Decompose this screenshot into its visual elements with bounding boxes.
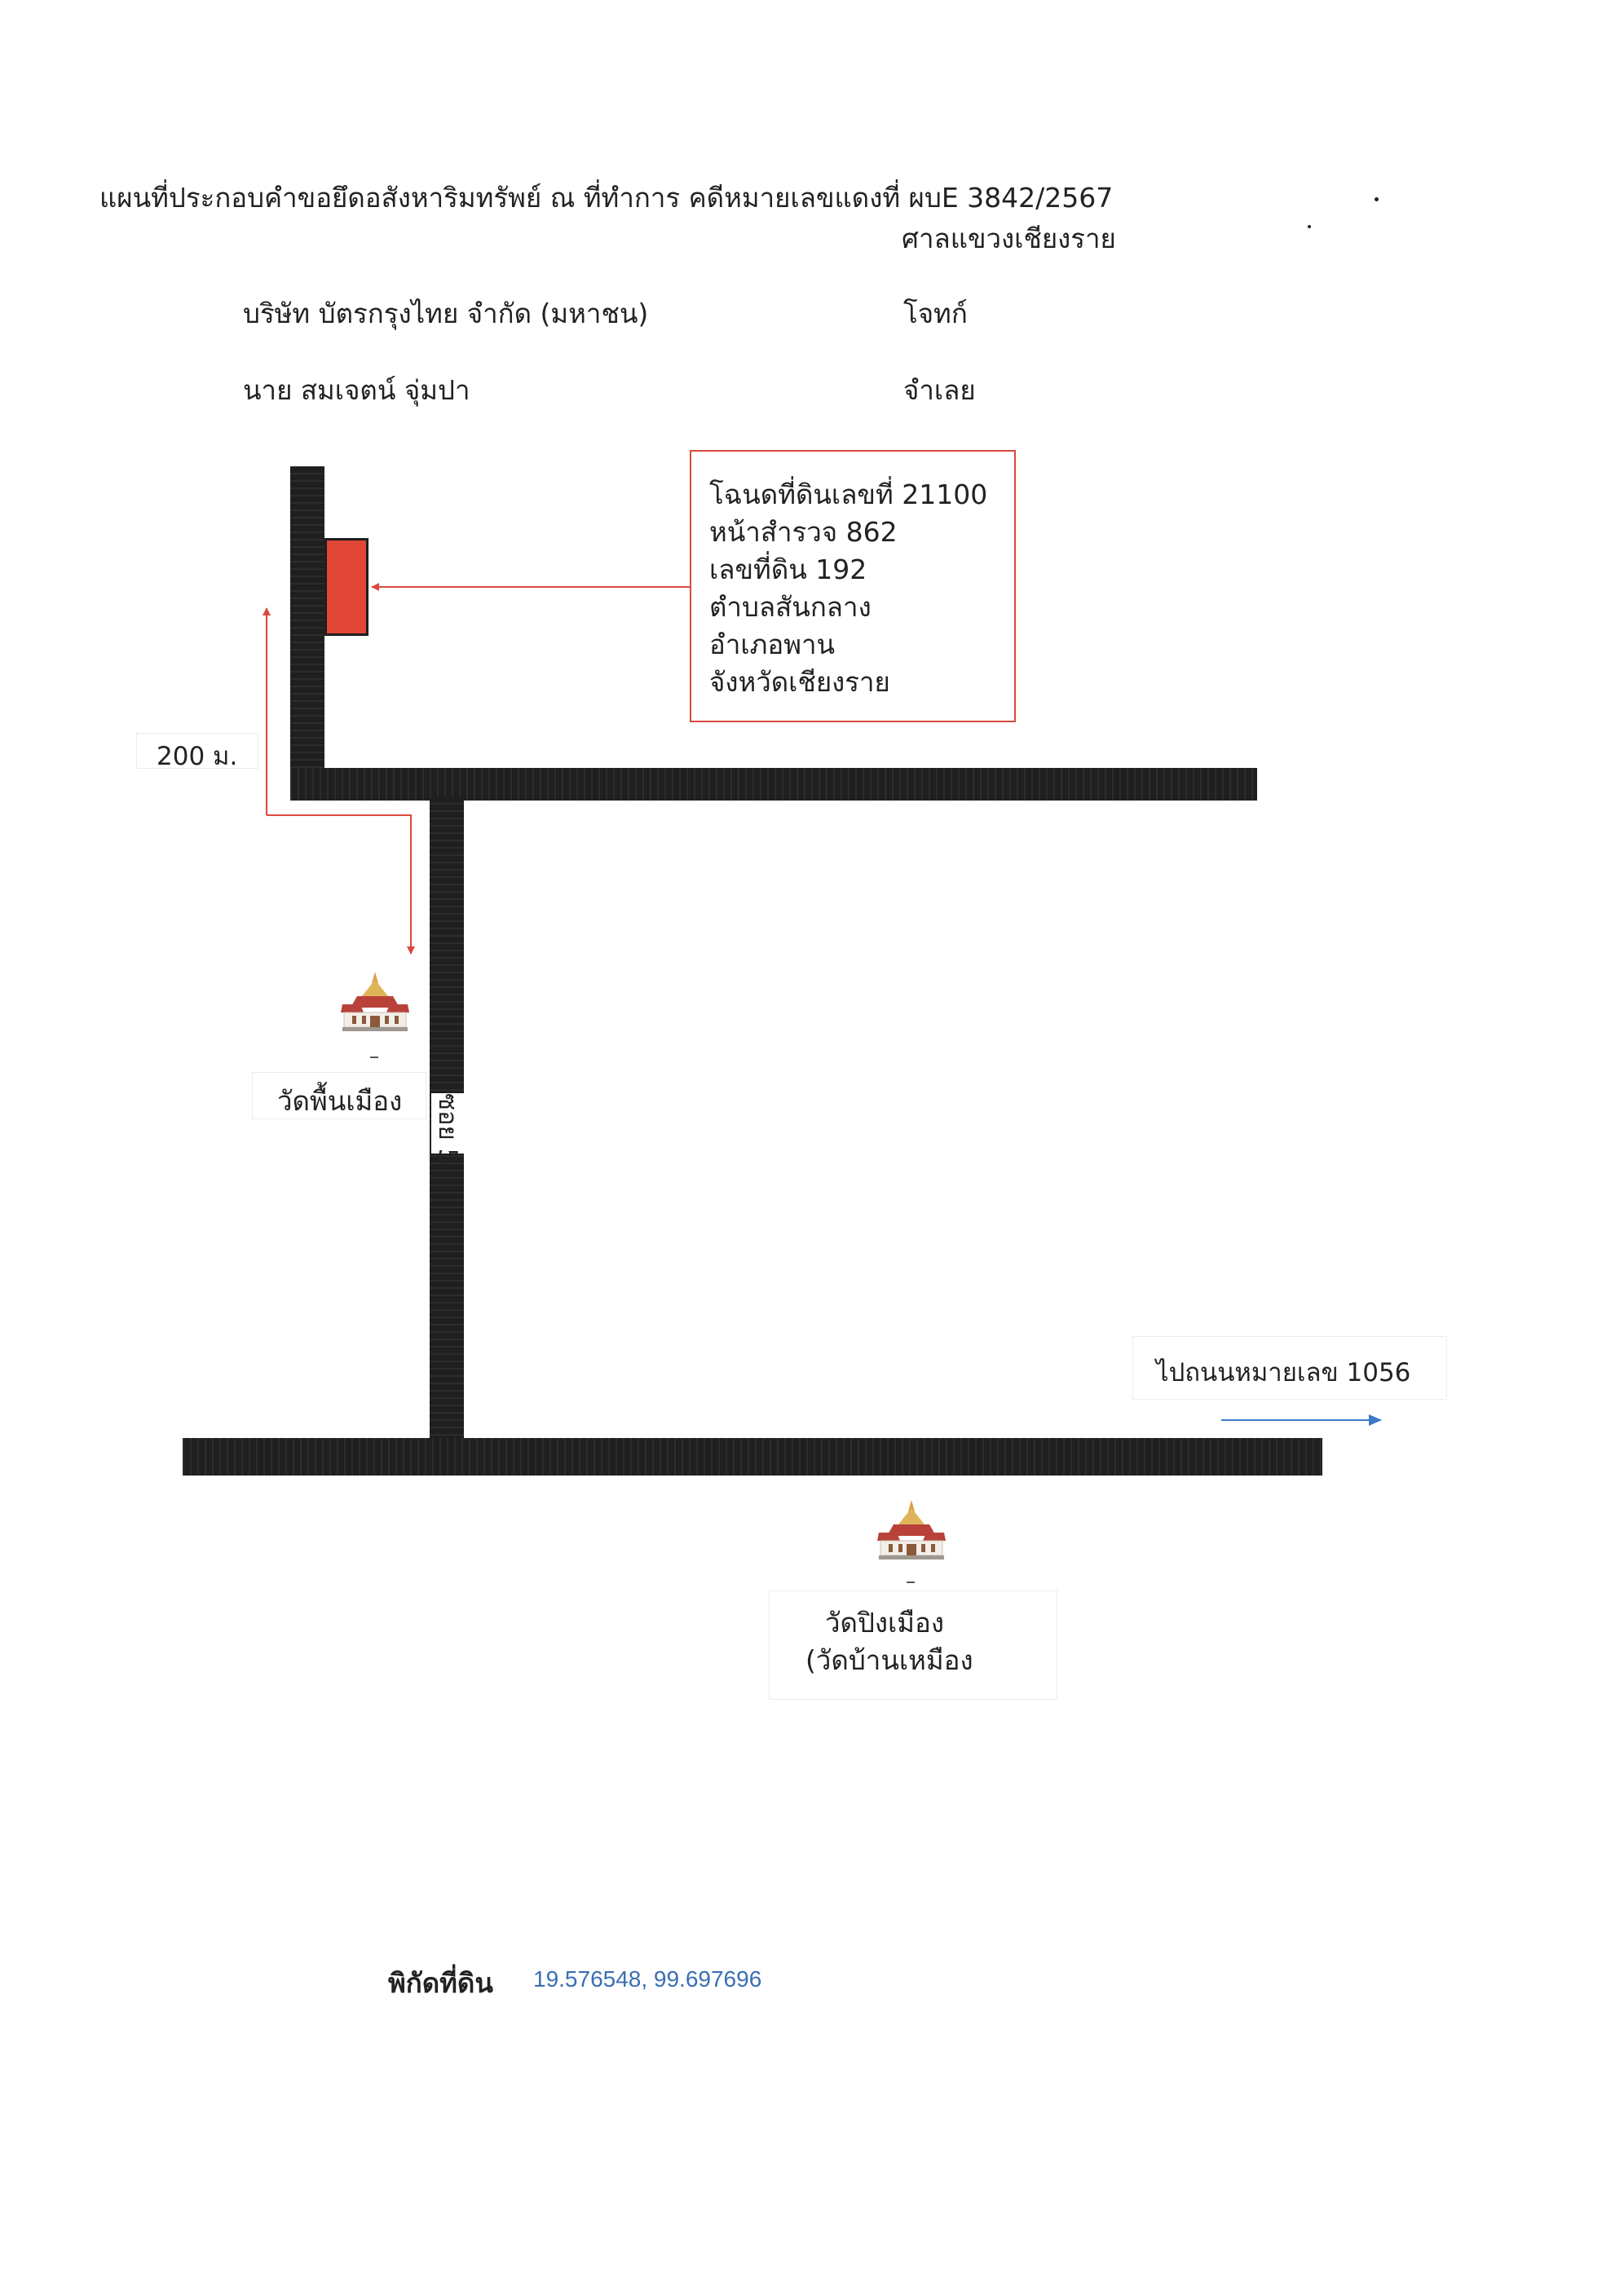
temple-icon: [877, 1500, 946, 1559]
plaintiff-name: บริษัท บัตรกรุงไทย จำกัด (มหาชน): [243, 298, 649, 329]
route-label: ไปถนนหมายเลข 1056: [1133, 1337, 1446, 1399]
temple-north-mark: [370, 1057, 378, 1058]
scan-speck: [1308, 225, 1311, 228]
parcel-info-box: โฉนดที่ดินเลขที่ 21100 หน้าสำรวจ 862 เลข…: [690, 450, 1016, 722]
document-title: แผนที่ประกอบคำขอยึดอสังหาริมทรัพย์ ณ ที่…: [99, 182, 1114, 214]
defendant-role: จำเลย: [903, 374, 976, 406]
temple-south-mark: [907, 1582, 915, 1583]
plaintiff-role: โจทก์: [903, 298, 968, 329]
parcel-province: จังหวัดเชียงราย: [709, 666, 890, 698]
coordinates-value: 19.576548, 99.697696: [533, 1966, 762, 1992]
temple-south-name: วัดปิงเมือง: [825, 1607, 944, 1639]
distance-arrow-down: [267, 814, 415, 955]
parcel-district: อำเภอพาน: [709, 629, 836, 660]
soi-5-label: ซอย 5: [431, 1093, 464, 1165]
distance-label: 200 ม.: [137, 734, 258, 771]
temple-icon: [341, 972, 409, 1031]
coordinates-label: พิกัดที่ดิน: [388, 1967, 493, 1999]
road-main-horizontal: [183, 1438, 1322, 1476]
road-north-segment: [290, 466, 324, 797]
defendant-name: นาย สมเจตน์ จุ่มปา: [243, 374, 470, 406]
temple-north-label: วัดพื้นเมือง: [253, 1073, 426, 1118]
parcel-land-number: เลขที่ดิน 192: [709, 554, 867, 585]
parcel-deed-number: โฉนดที่ดินเลขที่ 21100: [709, 479, 988, 510]
parcel-subdistrict: ตำบลสันกลาง: [709, 591, 872, 623]
temple-south-alt-name: (วัดบ้านเหมือง: [805, 1644, 973, 1676]
parcel-survey-page: หน้าสำรวจ 862: [709, 516, 898, 548]
court-name: ศาลแขวงเชียงราย: [902, 223, 1116, 254]
scan-speck: [1375, 197, 1379, 201]
land-parcel-marker: [324, 538, 368, 636]
temple-south-label: วัดปิงเมือง (วัดบ้านเหมือง: [770, 1591, 1057, 1699]
road-upper-horizontal: [290, 768, 1257, 801]
